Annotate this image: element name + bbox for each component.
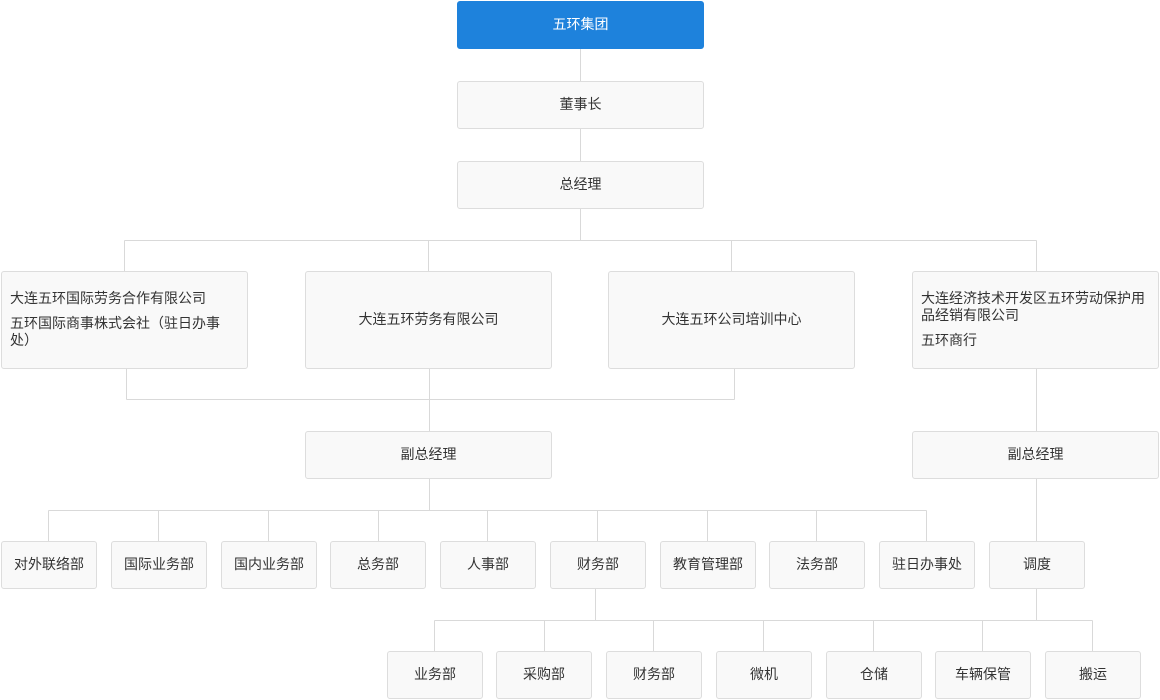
node-company-international-labor[interactable]: 大连五环国际劳务合作有限公司 五环国际商事株式会社（驻日办事处） [1, 271, 248, 369]
node-label: 总经理 [559, 177, 602, 193]
node-label: 车辆保管 [955, 667, 1011, 683]
node-company-protective-supplies[interactable]: 大连经济技术开发区五环劳动保护用品经销有限公司 五环商行 [912, 271, 1159, 369]
node-dept-external-liaison[interactable]: 对外联络部 [1, 541, 97, 589]
node-label: 采购部 [523, 667, 565, 683]
node-label: 仓储 [860, 667, 888, 683]
node-sub-vehicle-custody[interactable]: 车辆保管 [935, 651, 1031, 699]
node-label: 五环集团 [552, 17, 609, 33]
node-company-training-center[interactable]: 大连五环公司培训中心 [608, 271, 855, 369]
node-label: 大连五环公司培训中心 [661, 312, 802, 328]
node-label: 大连五环劳务有限公司 [358, 312, 499, 328]
node-label: 副总经理 [1007, 447, 1064, 463]
node-label: 业务部 [414, 667, 456, 683]
node-label: 对外联络部 [14, 557, 84, 573]
node-label: 国内业务部 [234, 557, 304, 573]
node-dept-general-affairs[interactable]: 总务部 [330, 541, 426, 589]
node-label: 国际业务部 [124, 557, 194, 573]
node-dept-education-management[interactable]: 教育管理部 [660, 541, 756, 589]
node-sub-finance[interactable]: 财务部 [606, 651, 702, 699]
node-label: 财务部 [577, 557, 619, 573]
node-sub-computer[interactable]: 微机 [716, 651, 812, 699]
node-label: 副总经理 [400, 447, 457, 463]
node-label-line-2: 五环商行 [921, 332, 977, 349]
node-label: 总务部 [357, 557, 399, 573]
node-label: 财务部 [633, 667, 675, 683]
node-sub-business[interactable]: 业务部 [387, 651, 483, 699]
node-general-manager[interactable]: 总经理 [457, 161, 704, 209]
node-dept-japan-office[interactable]: 驻日办事处 [879, 541, 975, 589]
node-label-line-1: 大连五环国际劳务合作有限公司 [10, 290, 206, 307]
node-label-line-2: 五环国际商事株式会社（驻日办事处） [10, 315, 220, 349]
node-label: 搬运 [1079, 667, 1107, 683]
node-label: 驻日办事处 [892, 557, 962, 573]
node-chairman[interactable]: 董事长 [457, 81, 704, 129]
node-dispatch[interactable]: 调度 [989, 541, 1085, 589]
node-dept-domestic-business[interactable]: 国内业务部 [221, 541, 317, 589]
node-label: 调度 [1023, 557, 1051, 573]
node-label: 教育管理部 [673, 557, 743, 573]
node-company-labor[interactable]: 大连五环劳务有限公司 [305, 271, 552, 369]
node-sub-warehouse[interactable]: 仓储 [826, 651, 922, 699]
node-label: 微机 [750, 667, 778, 683]
node-dept-legal[interactable]: 法务部 [769, 541, 865, 589]
node-label: 法务部 [796, 557, 838, 573]
node-vice-gm-right[interactable]: 副总经理 [912, 431, 1159, 479]
node-label: 人事部 [467, 557, 509, 573]
node-label-line-1: 大连经济技术开发区五环劳动保护用品经销有限公司 [921, 290, 1145, 324]
node-label: 董事长 [559, 97, 602, 113]
node-dept-international-business[interactable]: 国际业务部 [111, 541, 207, 589]
node-sub-moving[interactable]: 搬运 [1045, 651, 1141, 699]
node-dept-personnel[interactable]: 人事部 [440, 541, 536, 589]
node-root-group[interactable]: 五环集团 [457, 1, 704, 49]
node-dept-finance[interactable]: 财务部 [550, 541, 646, 589]
node-sub-purchasing[interactable]: 采购部 [496, 651, 592, 699]
node-vice-gm-left[interactable]: 副总经理 [305, 431, 552, 479]
